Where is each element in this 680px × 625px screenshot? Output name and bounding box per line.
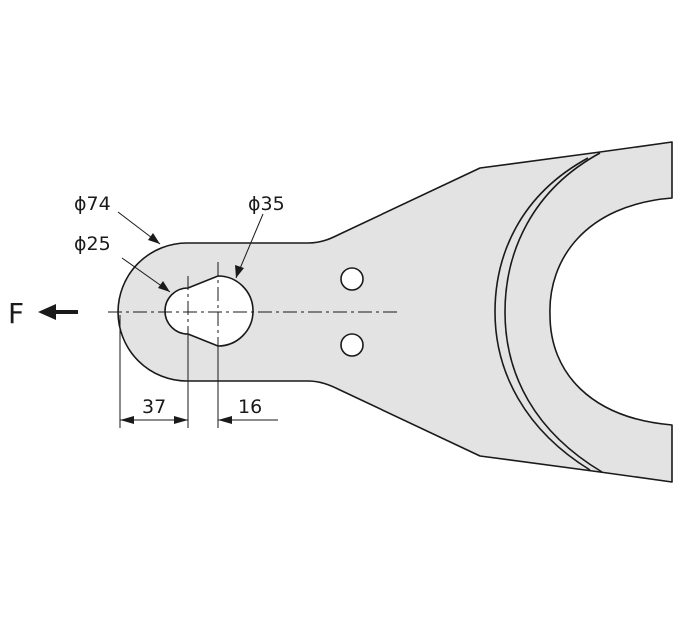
keyhole-slot: [164, 275, 254, 347]
arrowhead-dia-large: [235, 265, 244, 278]
hole-lower: [340, 333, 364, 357]
dia-small-label: ϕ25: [74, 233, 111, 255]
arrowhead-dia-small: [158, 281, 170, 292]
dia-large-label: ϕ35: [248, 193, 285, 215]
arrowhead-dia-outer: [148, 233, 160, 244]
outer-arc: [494, 157, 591, 471]
force-label: F: [8, 297, 24, 330]
dimension-16-label: 16: [238, 396, 262, 418]
dimension-37-label: 37: [142, 396, 166, 418]
inner-arc: [504, 152, 603, 473]
dia-outer-label: ϕ74: [74, 193, 111, 215]
arrowhead-37-right: [174, 416, 188, 424]
hole-upper: [340, 267, 364, 291]
force-arrow-icon: [38, 304, 56, 320]
arrowhead-16: [218, 416, 232, 424]
arrowhead-37-left: [120, 416, 134, 424]
